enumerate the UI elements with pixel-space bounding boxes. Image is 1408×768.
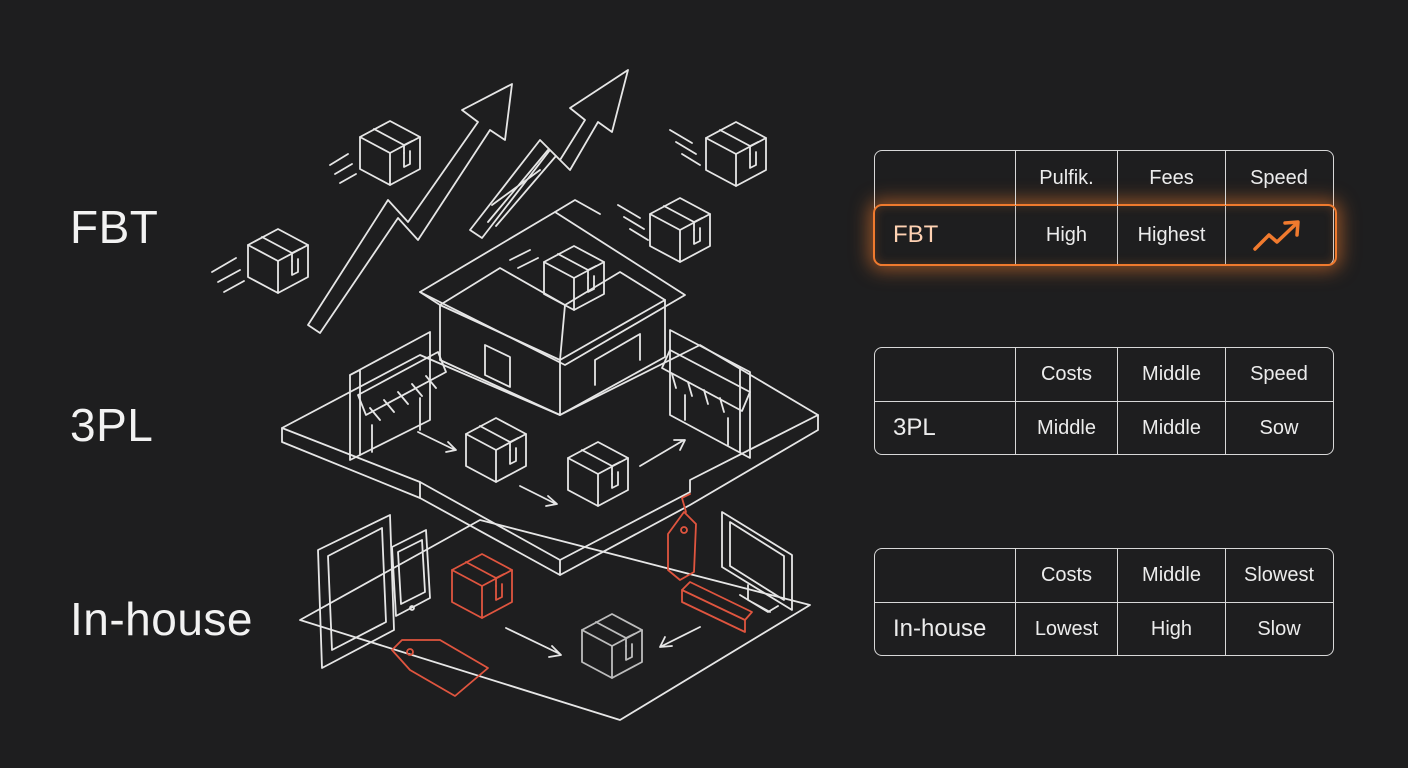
table-cell: High [1117, 603, 1225, 655]
growth-arrow-icon [307, 83, 513, 334]
table-cell [1225, 206, 1332, 264]
phone-icon [391, 529, 431, 617]
header-cell: Costs [1015, 348, 1117, 401]
table-cell: High [1015, 206, 1117, 264]
trend-up-arrow-icon [1253, 220, 1300, 251]
row-label-cell: In-house [893, 615, 987, 642]
box-icon [359, 120, 421, 186]
table-header-row: Costs Middle Speed [875, 348, 1333, 401]
fbt-comparison-table: Pulfik. Fees Speed FBT High Highest [873, 150, 1337, 266]
header-cell [875, 549, 1015, 602]
table-header-row: Costs Middle Slowest [875, 549, 1333, 602]
header-cell: Speed [1225, 348, 1332, 401]
highlighted-table-row: FBT High Highest [873, 204, 1337, 266]
monitor-icon [721, 511, 793, 613]
header-cell: Speed [1225, 151, 1332, 205]
3pl-platform [281, 344, 819, 576]
3pl-label: 3PL [70, 399, 154, 451]
box-icon [465, 417, 527, 483]
red-box-icon [451, 553, 513, 619]
header-cell: Middle [1117, 549, 1225, 602]
table-cell: Middle [1117, 402, 1225, 454]
inhouse-comparison-table: Costs Middle Slowest In-house Lowest Hig… [874, 548, 1334, 656]
table-row: In-house Lowest High Slow [875, 602, 1333, 655]
barcode-scanner-icon [681, 581, 753, 633]
box-icon [567, 441, 629, 507]
storefront-icon [661, 329, 751, 459]
box-icon [247, 228, 309, 294]
price-tag-icon [667, 493, 697, 581]
header-cell [875, 151, 1015, 205]
inhouse-platform [299, 519, 811, 721]
inhouse-label: In-house [70, 593, 254, 645]
header-cell: Costs [1015, 549, 1117, 602]
header-cell: Slowest [1225, 549, 1332, 602]
box-icon [543, 245, 605, 311]
box-icon [581, 613, 643, 679]
tablet-icon [317, 514, 395, 669]
fbt-label: FBT [70, 201, 159, 253]
table-row: 3PL Middle Middle Sow [875, 401, 1333, 454]
growth-arrow-icon [469, 69, 629, 239]
warehouse-icon [419, 199, 686, 416]
table-cell: Middle [1015, 402, 1117, 454]
price-tag-icon [391, 639, 489, 697]
table-header-row: Pulfik. Fees Speed [875, 151, 1333, 205]
storefront-icon [349, 331, 447, 461]
table-cell: Highest [1117, 206, 1225, 264]
table-cell: Sow [1225, 402, 1332, 454]
box-icon [649, 197, 711, 263]
header-cell [875, 348, 1015, 401]
box-icon [705, 121, 767, 187]
fulfillment-illustration [200, 50, 840, 740]
row-label-cell: 3PL [893, 414, 936, 441]
row-label-cell: FBT [893, 221, 939, 248]
header-cell: Fees [1117, 151, 1225, 205]
3pl-comparison-table: Costs Middle Speed 3PL Middle Middle Sow [874, 347, 1334, 455]
header-cell: Middle [1117, 348, 1225, 401]
table-cell: Slow [1225, 603, 1332, 655]
header-cell: Pulfik. [1015, 151, 1117, 205]
table-cell: Lowest [1015, 603, 1117, 655]
